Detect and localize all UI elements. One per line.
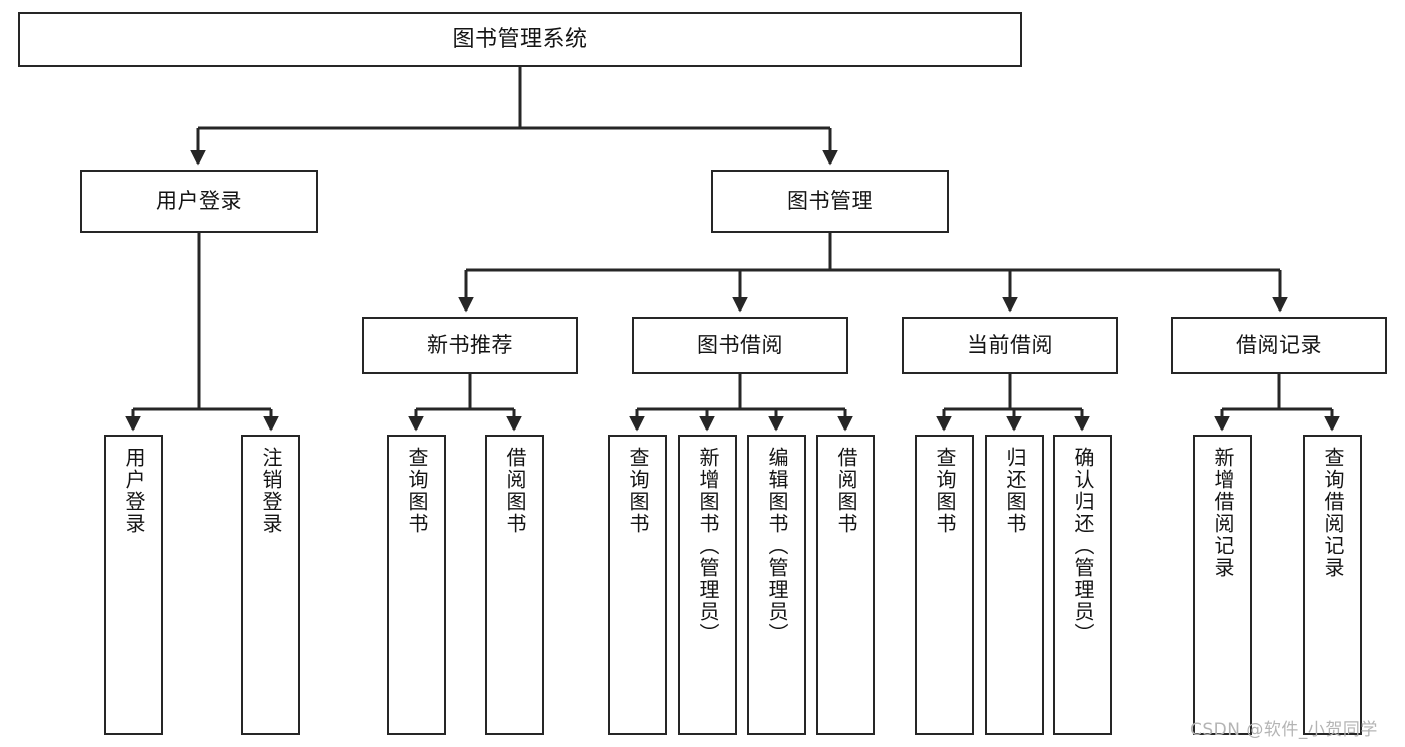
leaf-borrow-record-2-label: 查询借阅记录 (1321, 447, 1345, 579)
leaf-user-login-2-label: 注销登录 (259, 447, 283, 535)
leaf-current-borrow-2-label: 归还图书 (1003, 447, 1027, 535)
leaf-borrow-record-2[interactable]: 查询借阅记录 (1303, 435, 1362, 735)
leaf-borrow-record-1-label: 新增借阅记录 (1211, 447, 1235, 579)
leaf-book-borrow-3-label: 编辑图书（管理员） (765, 447, 789, 645)
node-borrow-record-label: 借阅记录 (1236, 333, 1322, 358)
leaf-book-borrow-4-label: 借阅图书 (834, 447, 858, 535)
leaf-book-borrow-4[interactable]: 借阅图书 (816, 435, 875, 735)
csdn-watermark: CSDN @软件_小贺同学 (1190, 720, 1378, 740)
leaf-user-login-2[interactable]: 注销登录 (241, 435, 300, 735)
node-book-management[interactable]: 图书管理 (711, 170, 949, 233)
node-new-book-recommend[interactable]: 新书推荐 (362, 317, 578, 374)
node-new-book-recommend-label: 新书推荐 (427, 333, 513, 358)
leaf-new-book-2[interactable]: 借阅图书 (485, 435, 544, 735)
leaf-current-borrow-1-label: 查询图书 (933, 447, 957, 535)
leaf-new-book-2-label: 借阅图书 (503, 447, 527, 535)
leaf-book-borrow-2-label: 新增图书（管理员） (696, 447, 720, 645)
leaf-current-borrow-2[interactable]: 归还图书 (985, 435, 1044, 735)
node-book-borrow[interactable]: 图书借阅 (632, 317, 848, 374)
leaf-borrow-record-1[interactable]: 新增借阅记录 (1193, 435, 1252, 735)
node-current-borrow[interactable]: 当前借阅 (902, 317, 1118, 374)
leaf-user-login-1[interactable]: 用户登录 (104, 435, 163, 735)
leaf-book-borrow-2[interactable]: 新增图书（管理员） (678, 435, 737, 735)
leaf-current-borrow-3-label: 确认归还（管理员） (1071, 447, 1095, 645)
node-user-login[interactable]: 用户登录 (80, 170, 318, 233)
leaf-user-login-1-label: 用户登录 (122, 447, 146, 535)
leaf-book-borrow-3[interactable]: 编辑图书（管理员） (747, 435, 806, 735)
node-root-label: 图书管理系统 (452, 26, 588, 52)
node-current-borrow-label: 当前借阅 (967, 333, 1053, 358)
leaf-current-borrow-1[interactable]: 查询图书 (915, 435, 974, 735)
node-book-borrow-label: 图书借阅 (697, 333, 783, 358)
leaf-new-book-1[interactable]: 查询图书 (387, 435, 446, 735)
node-root-system[interactable]: 图书管理系统 (18, 12, 1022, 67)
node-book-management-label: 图书管理 (787, 189, 873, 214)
node-borrow-record[interactable]: 借阅记录 (1171, 317, 1387, 374)
leaf-book-borrow-1-label: 查询图书 (626, 447, 650, 535)
node-user-login-label: 用户登录 (156, 189, 242, 214)
leaf-current-borrow-3[interactable]: 确认归还（管理员） (1053, 435, 1112, 735)
leaf-book-borrow-1[interactable]: 查询图书 (608, 435, 667, 735)
leaf-new-book-1-label: 查询图书 (405, 447, 429, 535)
